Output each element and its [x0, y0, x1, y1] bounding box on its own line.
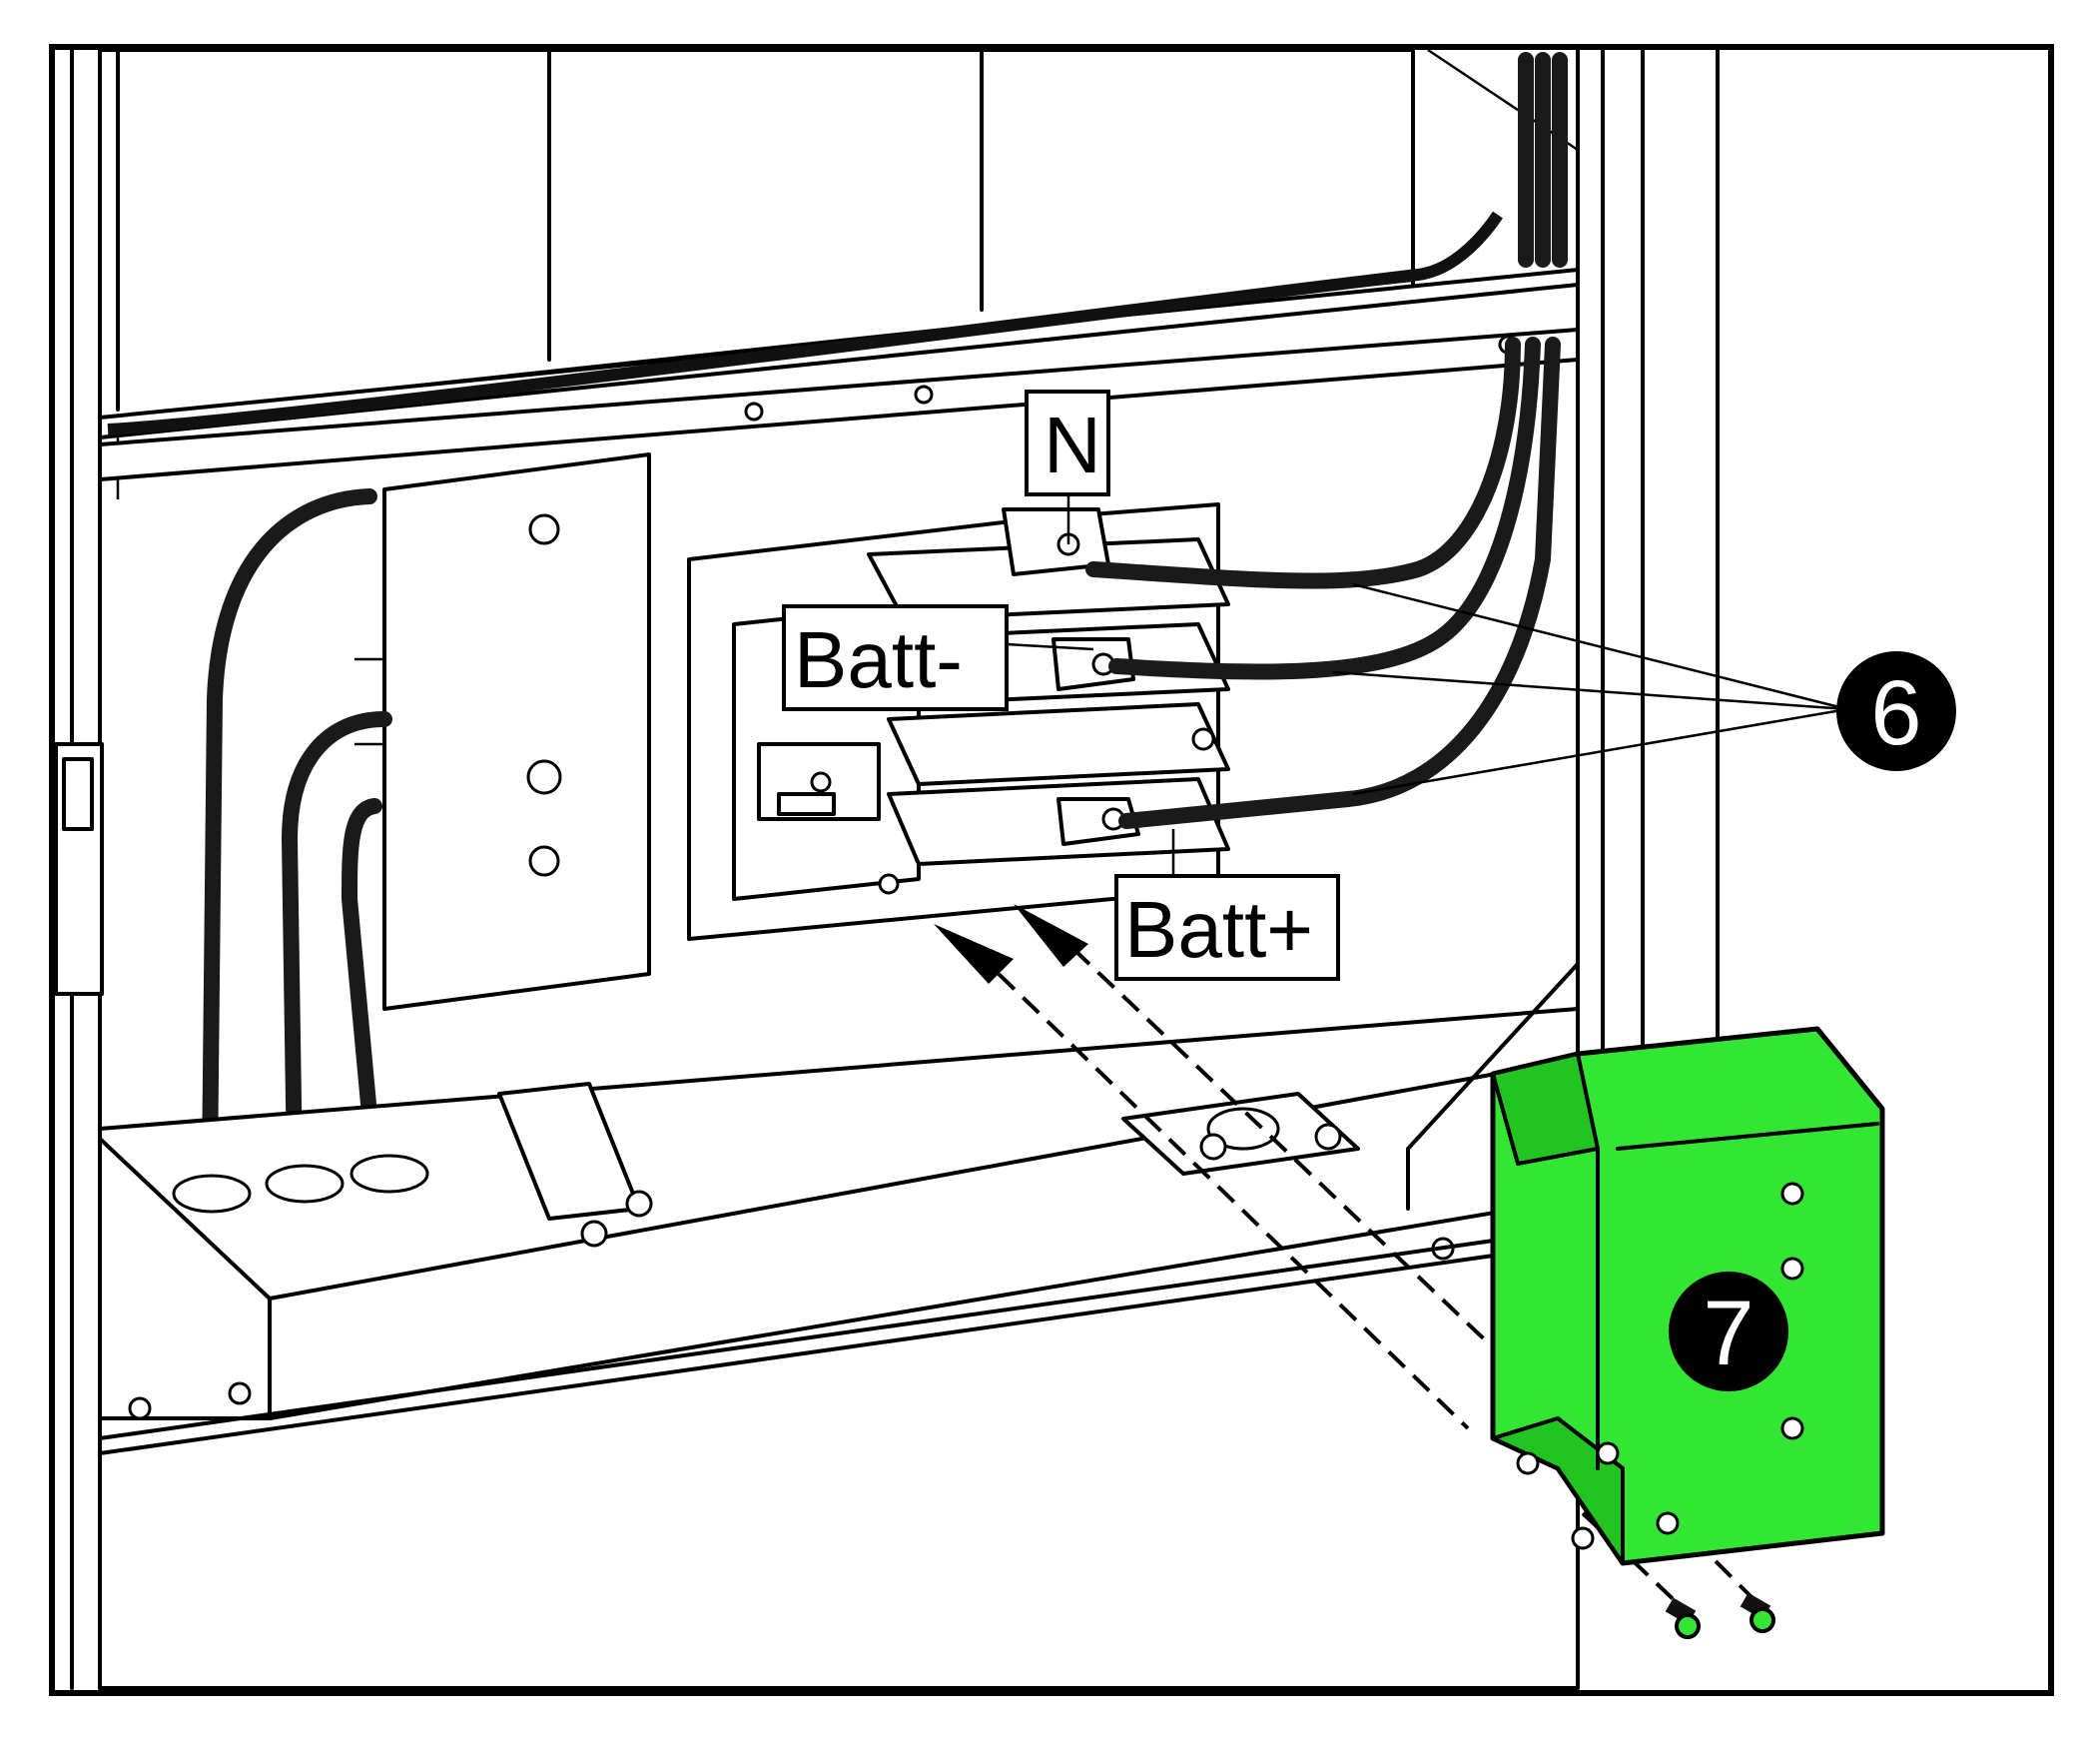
insertion-arrows — [934, 904, 1759, 1610]
label-leaders — [1006, 494, 1175, 874]
screw-1 — [1665, 1597, 1701, 1639]
right-panel-edge — [1406, 962, 1580, 1211]
label-n: N — [1025, 390, 1110, 496]
label-n-text: N — [1044, 401, 1101, 489]
screw-2 — [1740, 1592, 1775, 1633]
callout-7: 7 — [1669, 1272, 1788, 1391]
fixing-screws — [1665, 1592, 1775, 1639]
battery-cables — [1085, 337, 1561, 829]
arrow-left — [934, 924, 1014, 984]
cabinet-right-side — [1576, 48, 1720, 1061]
label-batt-minus-text: Batt- — [794, 615, 963, 704]
arrow-right — [1014, 904, 1088, 967]
label-batt-minus: Batt- — [782, 604, 1009, 711]
callout-6-leaders — [1332, 582, 1848, 796]
callout-6-text: 6 — [1870, 662, 1921, 764]
mounting-plate-left — [354, 452, 651, 1011]
top-cable-bundle — [1518, 52, 1568, 268]
label-batt-plus: Batt+ — [1114, 874, 1340, 981]
label-batt-plus-text: Batt+ — [1124, 885, 1313, 974]
lower-door — [98, 1242, 1580, 1690]
callout-6: 6 — [1836, 651, 1956, 771]
floor-plate — [98, 1007, 1580, 1440]
left-cable-loops — [202, 488, 392, 1177]
callout-7-text: 7 — [1703, 1283, 1753, 1384]
upper-module-bay — [98, 48, 1580, 439]
